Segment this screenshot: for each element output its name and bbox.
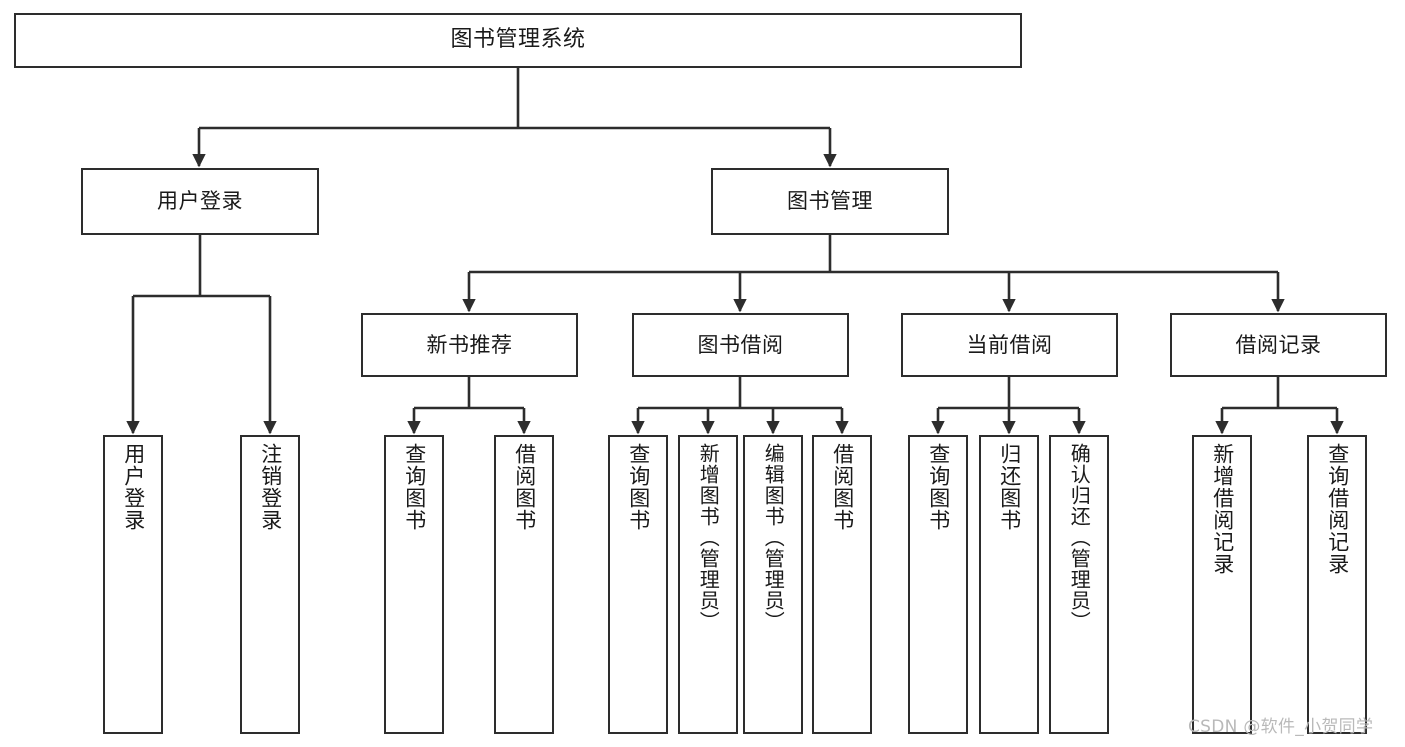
node-leaf-query-record[interactable]: 查询借阅记录 xyxy=(1307,435,1367,734)
node-leaf-query-record-label: 查询借阅记录 xyxy=(1325,443,1350,575)
node-current-borrow[interactable]: 当前借阅 xyxy=(901,313,1118,377)
node-leaf-return-book[interactable]: 归还图书 xyxy=(979,435,1039,734)
node-user-login-label: 用户登录 xyxy=(157,189,243,214)
node-borrow-record[interactable]: 借阅记录 xyxy=(1170,313,1387,377)
node-leaf-logout[interactable]: 注销登录 xyxy=(240,435,300,734)
node-leaf-user-login[interactable]: 用户登录 xyxy=(103,435,163,734)
node-leaf-borrow-book-a-label: 借阅图书 xyxy=(512,443,537,531)
node-book-borrow[interactable]: 图书借阅 xyxy=(632,313,849,377)
node-leaf-edit-book-label: 编辑图书（管理员） xyxy=(761,443,786,632)
node-leaf-query-book-c[interactable]: 查询图书 xyxy=(908,435,968,734)
node-user-login[interactable]: 用户登录 xyxy=(81,168,319,235)
node-leaf-add-record[interactable]: 新增借阅记录 xyxy=(1192,435,1252,734)
node-book-manage[interactable]: 图书管理 xyxy=(711,168,949,235)
node-leaf-confirm-return-label: 确认归还（管理员） xyxy=(1067,443,1092,632)
node-current-borrow-label: 当前借阅 xyxy=(966,332,1053,357)
node-leaf-query-book-b-label: 查询图书 xyxy=(626,443,651,531)
node-leaf-logout-label: 注销登录 xyxy=(258,443,283,531)
node-leaf-user-login-label: 用户登录 xyxy=(121,443,146,531)
node-new-book-rec[interactable]: 新书推荐 xyxy=(361,313,578,377)
node-leaf-borrow-book-a[interactable]: 借阅图书 xyxy=(494,435,554,734)
node-book-borrow-label: 图书借阅 xyxy=(697,332,784,357)
node-leaf-add-book[interactable]: 新增图书（管理员） xyxy=(678,435,738,734)
node-leaf-query-book-b[interactable]: 查询图书 xyxy=(608,435,668,734)
node-leaf-confirm-return[interactable]: 确认归还（管理员） xyxy=(1049,435,1109,734)
node-leaf-query-book-a[interactable]: 查询图书 xyxy=(384,435,444,734)
node-leaf-return-book-label: 归还图书 xyxy=(997,443,1022,531)
node-new-book-rec-label: 新书推荐 xyxy=(426,332,513,357)
node-leaf-borrow-book-b[interactable]: 借阅图书 xyxy=(812,435,872,734)
node-book-manage-label: 图书管理 xyxy=(787,189,873,214)
node-leaf-add-book-label: 新增图书（管理员） xyxy=(696,443,721,632)
node-leaf-add-record-label: 新增借阅记录 xyxy=(1210,443,1235,575)
node-root[interactable]: 图书管理系统 xyxy=(14,13,1022,68)
node-leaf-query-book-c-label: 查询图书 xyxy=(926,443,951,531)
node-leaf-edit-book[interactable]: 编辑图书（管理员） xyxy=(743,435,803,734)
node-root-label: 图书管理系统 xyxy=(450,27,586,53)
node-borrow-record-label: 借阅记录 xyxy=(1235,332,1322,357)
node-leaf-borrow-book-b-label: 借阅图书 xyxy=(830,443,855,531)
node-leaf-query-book-a-label: 查询图书 xyxy=(402,443,427,531)
